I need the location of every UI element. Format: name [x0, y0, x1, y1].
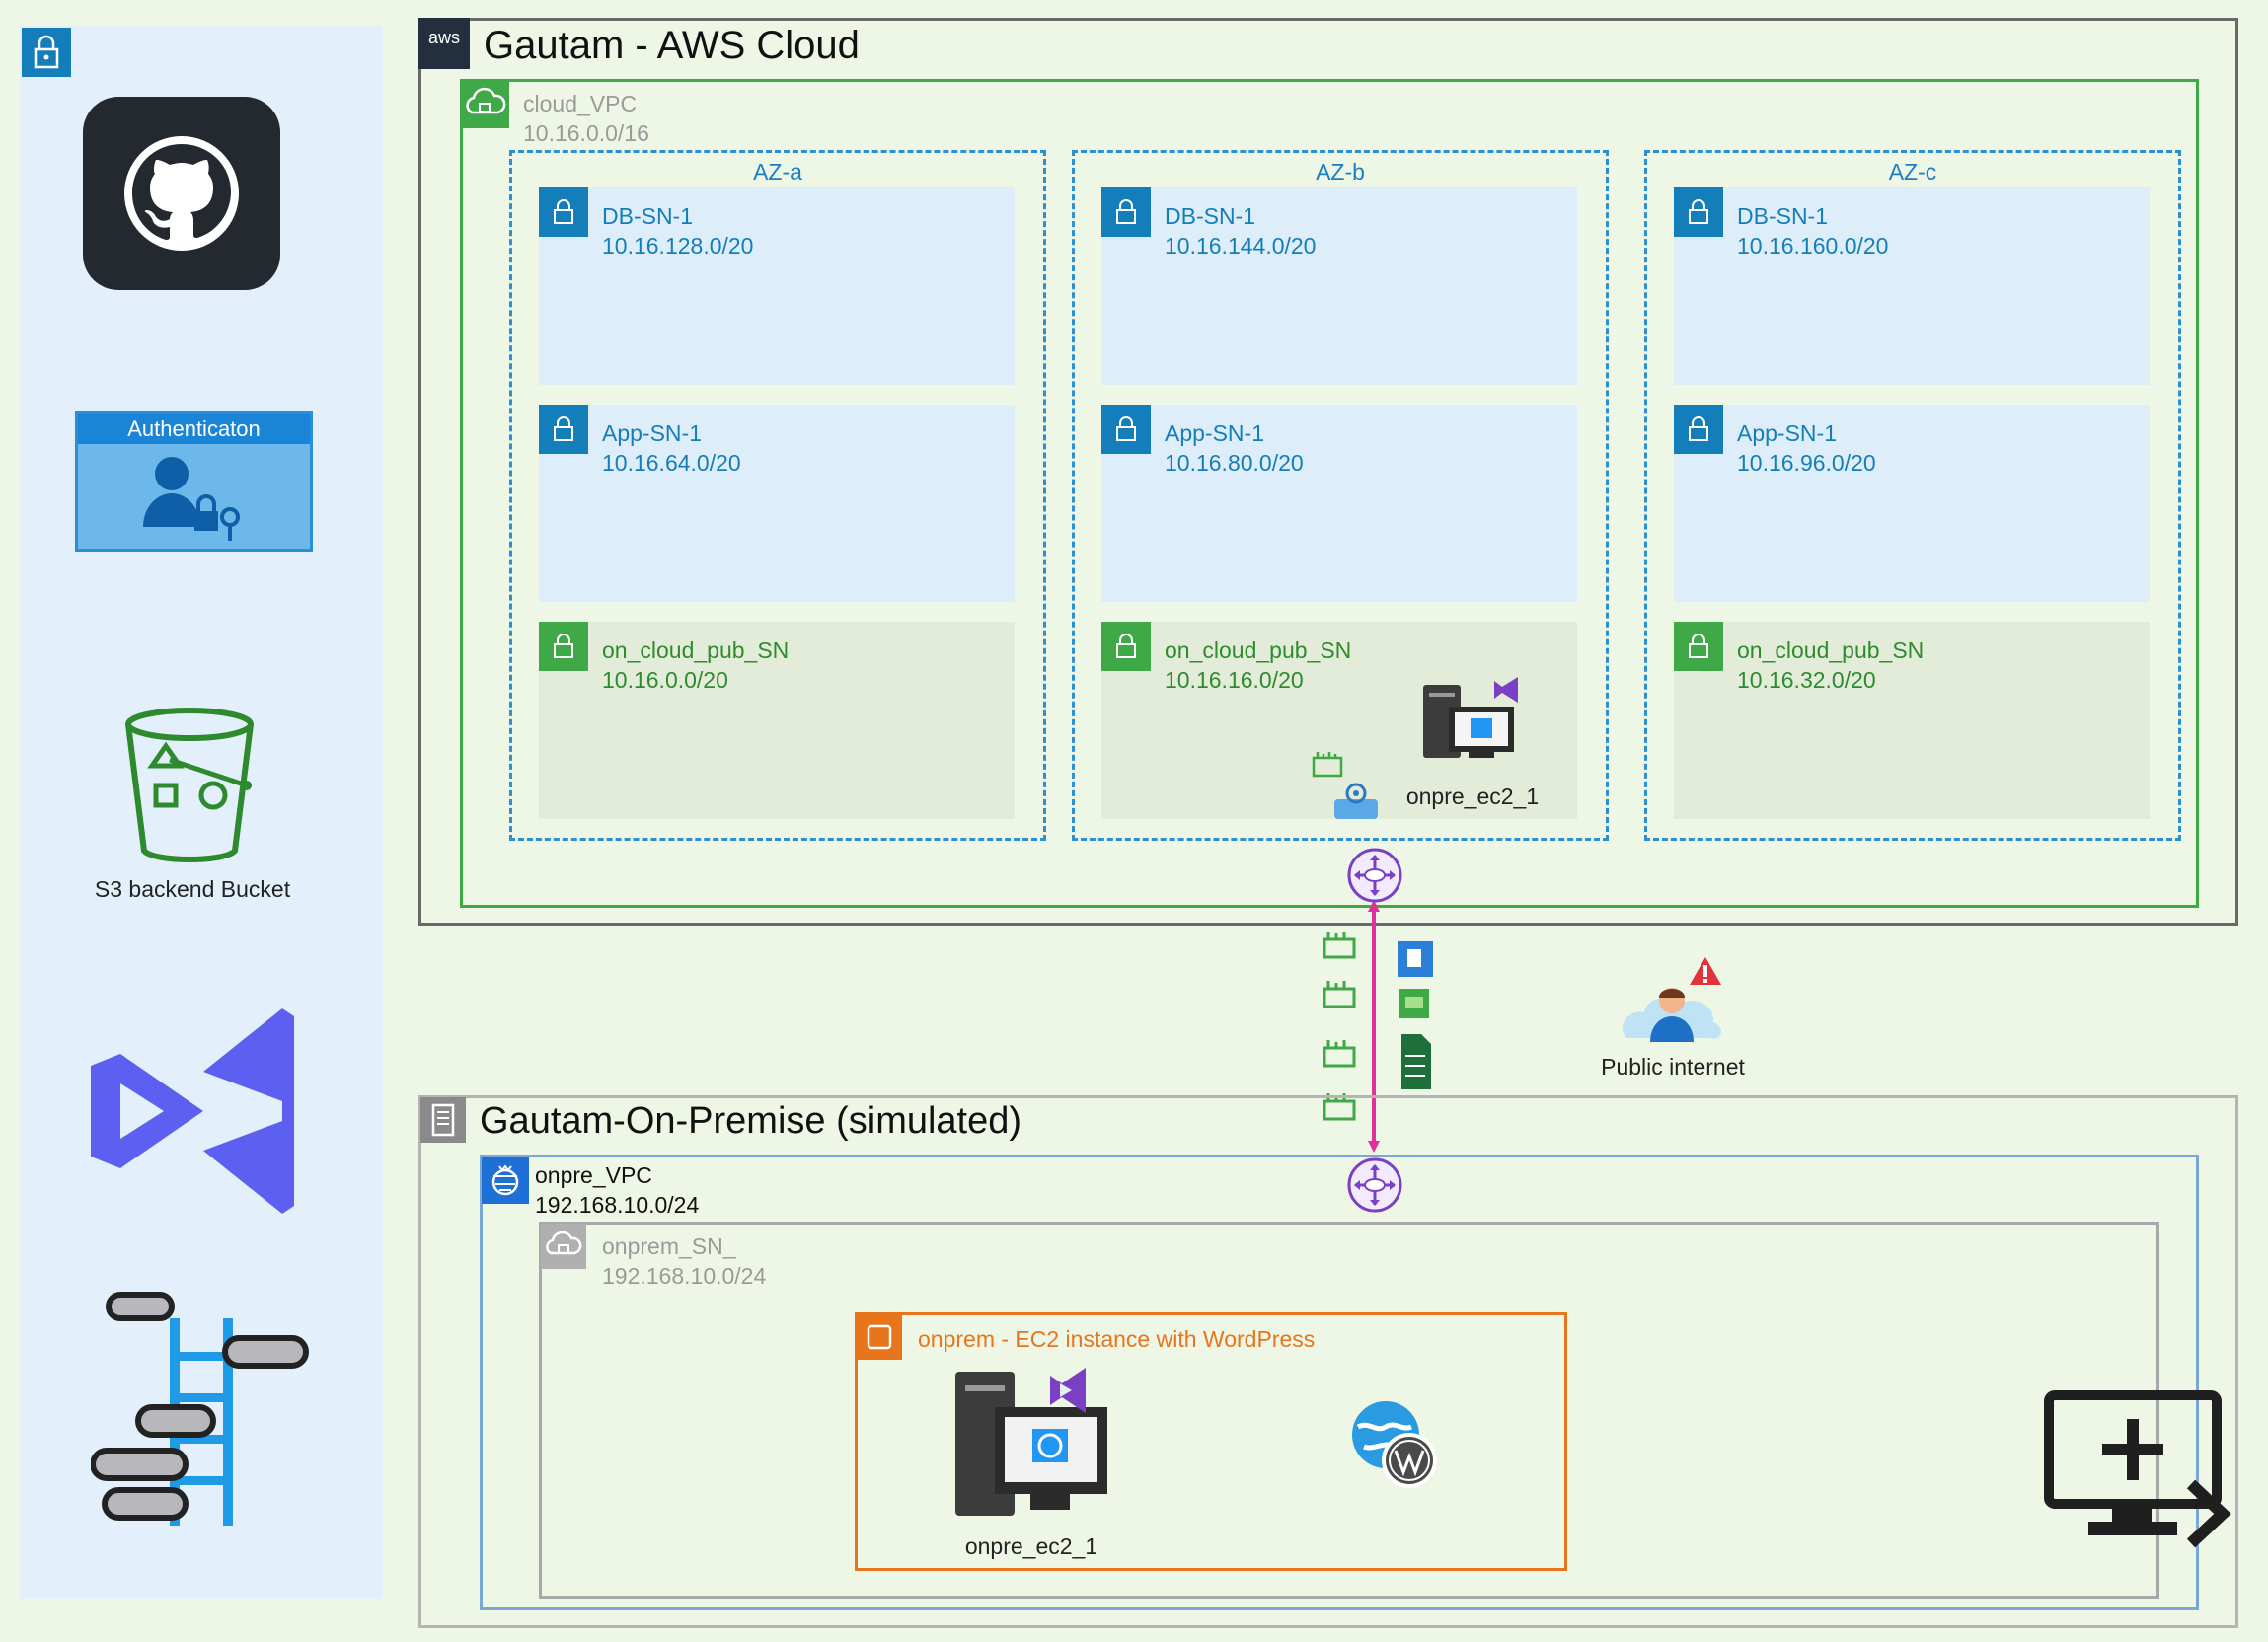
s3-bucket-label: S3 backend Bucket	[94, 876, 291, 902]
az-b-label: AZ-b	[1316, 159, 1365, 185]
public-internet-label: Public internet	[1601, 1054, 1745, 1080]
az-c: AZ-c	[1644, 150, 2181, 841]
vpc-icon	[460, 79, 509, 128]
private-subnet-lock-icon	[1101, 187, 1151, 237]
onprem-subnet-label: onprem_SN_ 192.168.10.0/24	[602, 1232, 766, 1291]
subnet-cidr: 10.16.144.0/20	[1165, 233, 1317, 259]
public-subnet-lock-icon	[1674, 622, 1723, 671]
az-a: AZ-a	[509, 150, 1046, 841]
subnet-name: App-SN-1	[1737, 420, 1837, 446]
cloud-ec2-label: onpre_ec2_1	[1405, 784, 1540, 809]
subnet-cidr: 10.16.32.0/20	[1737, 667, 1876, 693]
subnet-name: App-SN-1	[1165, 420, 1264, 446]
onprem-ec2-label: onpre_ec2_1	[964, 1533, 1098, 1559]
onprem-subnet	[539, 1222, 2159, 1599]
db-subnet: DB-SN-1 10.16.128.0/20	[539, 187, 1015, 385]
authentication-label: Authenticaton	[78, 414, 310, 444]
onprem-vpc-name: onpre_VPC	[535, 1162, 652, 1188]
instance-group-icon	[857, 1314, 902, 1360]
az-c-label: AZ-c	[1888, 159, 1937, 185]
private-subnet-lock-icon	[539, 187, 588, 237]
onprem-group	[418, 1095, 2238, 1628]
cloud-vpn-gateway-icon	[1346, 847, 1403, 904]
ladder-clouds-icon	[91, 1283, 318, 1530]
app-subnet: App-SN-1 10.16.96.0/20	[1674, 405, 2150, 602]
db-subnet: DB-SN-1 10.16.160.0/20	[1674, 187, 2150, 385]
onprem-vpn-gateway-icon	[1346, 1157, 1403, 1214]
subnet-name: on_cloud_pub_SN	[1165, 637, 1352, 663]
subnet-name: DB-SN-1	[1737, 203, 1829, 229]
nat-gateway-icon	[1311, 748, 1344, 782]
private-subnet-lock-icon	[539, 405, 588, 454]
subnet-name: DB-SN-1	[1165, 203, 1256, 229]
subnet-cidr: 10.16.160.0/20	[1737, 233, 1889, 259]
subnet-cidr: 10.16.64.0/20	[602, 450, 741, 476]
visual-studio-icon	[85, 1003, 302, 1220]
private-subnet-lock-icon	[1101, 405, 1151, 454]
public-subnet: on_cloud_pub_SN 10.16.32.0/20	[1674, 622, 2150, 819]
cloud-vpc-cidr: 10.16.0.0/16	[523, 120, 649, 146]
github-icon	[83, 97, 280, 290]
cloud-vpc	[460, 79, 2199, 908]
onprem-ec2-icon	[951, 1368, 1119, 1524]
authentication-box: Authenticaton	[75, 411, 313, 552]
wordpress-icon	[1344, 1393, 1445, 1494]
subnet-name: on_cloud_pub_SN	[1737, 637, 1925, 663]
onprem-title: Gautam-On-Premise (simulated)	[480, 1100, 1022, 1142]
user-lock-icon	[137, 450, 256, 549]
subnet-cidr: 10.16.0.0/20	[602, 667, 728, 693]
onprem-vpc-label: onpre_VPC 192.168.10.0/24	[535, 1160, 699, 1220]
instance-group-label: onprem - EC2 instance with WordPress	[918, 1326, 1316, 1352]
subnet-name: DB-SN-1	[602, 203, 694, 229]
subnet-cidr: 10.16.80.0/20	[1165, 450, 1304, 476]
cloud-vpc-label: cloud_VPC 10.16.0.0/16	[523, 89, 649, 148]
s3-bucket-icon	[111, 703, 268, 870]
az-b: AZ-b	[1072, 150, 1609, 841]
file-icons	[1392, 937, 1441, 1095]
az-a-label: AZ-a	[753, 159, 802, 185]
endpoint-icon	[1332, 778, 1380, 821]
onprem-subnet-name: onprem_SN_	[602, 1233, 736, 1259]
public-subnet: on_cloud_pub_SN 10.16.16.0/20 onpre_ec2_1	[1101, 622, 1577, 819]
subnet-cidr: 10.16.96.0/20	[1737, 450, 1876, 476]
aws-logo-icon: aws	[418, 18, 470, 69]
onprem-vpc-icon	[482, 1157, 529, 1204]
subnet-name: on_cloud_pub_SN	[602, 637, 790, 663]
cloud-vpc-name: cloud_VPC	[523, 91, 638, 116]
ec2-instance-icon	[1419, 677, 1528, 766]
public-subnet-lock-icon	[1101, 622, 1151, 671]
onprem-subnet-cidr: 192.168.10.0/24	[602, 1263, 767, 1289]
subnet-name: App-SN-1	[602, 420, 702, 446]
add-screen-icon	[2043, 1389, 2232, 1551]
subnet-cidr: 10.16.128.0/20	[602, 233, 754, 259]
sidebar-lock-icon	[22, 28, 71, 77]
public-subnet-lock-icon	[539, 622, 588, 671]
public-subnet: on_cloud_pub_SN 10.16.0.0/20	[539, 622, 1015, 819]
aws-cloud-title: Gautam - AWS Cloud	[484, 24, 860, 67]
private-subnet-lock-icon	[1674, 187, 1723, 237]
onprem-subnet-icon	[541, 1224, 586, 1269]
onprem-vpc-cidr: 192.168.10.0/24	[535, 1192, 700, 1218]
onprem-vpc	[480, 1155, 2199, 1610]
app-subnet: App-SN-1 10.16.64.0/20	[539, 405, 1015, 602]
app-subnet: App-SN-1 10.16.80.0/20	[1101, 405, 1577, 602]
building-icon	[420, 1097, 466, 1143]
subnet-cidr: 10.16.16.0/20	[1165, 667, 1304, 693]
wordpress-instance-group	[855, 1312, 1567, 1571]
public-internet-icon	[1619, 953, 1727, 1046]
private-subnet-lock-icon	[1674, 405, 1723, 454]
db-subnet: DB-SN-1 10.16.144.0/20	[1101, 187, 1577, 385]
vpn-connection-line	[1368, 898, 1380, 1155]
